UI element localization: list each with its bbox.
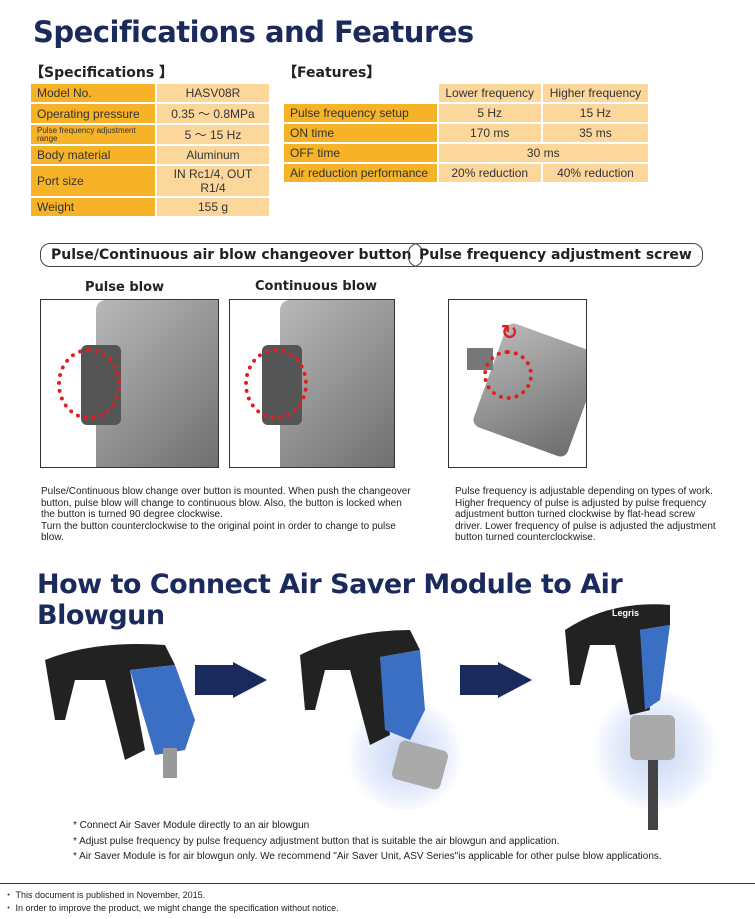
spec-value: 0.35 ～ 0.8MPa (157, 104, 269, 123)
text-line: blow. (41, 532, 64, 543)
column-header: Higher frequency (542, 84, 648, 102)
blowgun-image (45, 644, 195, 778)
arrow-right-icon (195, 665, 233, 695)
button-marker-icon (244, 348, 308, 420)
continuous-blow-label: Continuous blow (255, 279, 378, 294)
feature-low: 5 Hz (438, 104, 541, 122)
text-line: driver. Lower frequency of pulse is adju… (455, 520, 716, 532)
specifications-heading: 【Specifications 】 (30, 65, 174, 81)
feature-low: 170 ms (438, 124, 541, 142)
blowgun-assembled-image (565, 604, 675, 830)
arrow-right-icon (233, 662, 267, 698)
adjust-screw-photo: ↻ (448, 299, 587, 468)
spec-label: Port size (31, 166, 155, 196)
text-line: Higher frequency of pulse is adjusted by… (455, 497, 707, 509)
arrow-right-icon (498, 662, 532, 698)
column-header: Lower frequency (438, 84, 541, 102)
text-line: the button is turned 90 degree clockwise… (41, 509, 223, 520)
text-line: Pulse frequency is adjustable depending … (455, 486, 713, 497)
text-line: button turned counterclockwise. (455, 532, 596, 543)
note-item: * Air Saver Module is for air blowgun on… (73, 851, 662, 862)
feature-low: 20% reduction (438, 164, 541, 182)
spec-value: Aluminum (157, 146, 269, 164)
spec-value: HASV08R (157, 84, 269, 102)
footer-line: ・ In order to improve the product, we mi… (4, 903, 339, 913)
continuous-blow-photo (229, 299, 395, 468)
screw-marker-icon (483, 350, 533, 400)
feature-label: OFF time (284, 144, 437, 162)
footer-divider (0, 883, 755, 884)
feature-high: 40% reduction (542, 164, 648, 182)
spec-label: Operating pressure (31, 104, 155, 123)
text-line: adjustment button turned clockwise by fl… (455, 509, 696, 520)
connect-title: How to Connect Air Saver Module to Air B… (37, 569, 623, 631)
note-item: * Adjust pulse frequency by pulse freque… (73, 835, 560, 847)
changeover-title: Pulse/Continuous air blow changeover but… (40, 243, 423, 267)
spec-label: Weight (31, 198, 155, 216)
spec-row: Model No.HASV08R (31, 84, 269, 102)
arrow-right-icon (460, 665, 498, 695)
feature-value: 30 ms (438, 144, 648, 162)
feature-label: Pulse frequency setup (284, 104, 437, 122)
adjust-title: Pulse frequency adjustment screw (408, 243, 703, 267)
footer-line: ・ This document is published in November… (4, 890, 206, 900)
spec-value: 5 ～ 15 Hz (157, 125, 269, 144)
footer: ・ This document is published in November… (4, 889, 339, 915)
pulse-blow-label: Pulse blow (85, 280, 165, 295)
adjust-description: Pulse frequency is adjustable depending … (455, 486, 750, 544)
spec-label: Body material (31, 146, 155, 164)
spec-value: IN Rc1/4, OUT R1/4 (157, 166, 269, 196)
rotate-arrow-icon: ↻ (501, 322, 518, 344)
feature-high: 15 Hz (542, 104, 648, 122)
changeover-description: Pulse/Continuous blow change over button… (41, 486, 441, 544)
page-title: Specifications and Features (33, 15, 474, 49)
feature-high: 35 ms (542, 124, 648, 142)
spec-label: Pulse frequency adjustment range (31, 125, 155, 144)
text-line: Turn the button counterclockwise to the … (41, 520, 396, 532)
spec-label: Model No. (31, 84, 155, 102)
spec-value: 155 g (157, 198, 269, 216)
feature-label: ON time (284, 124, 437, 142)
note-item: * Connect Air Saver Module directly to a… (73, 820, 310, 831)
text-line: button, pulse blow will change to contin… (41, 497, 402, 509)
features-heading: 【Features】 (283, 65, 381, 81)
feature-label: Air reduction performance (284, 164, 437, 182)
pulse-blow-photo (40, 299, 219, 468)
brand-logo: Legris (612, 608, 640, 618)
blowgun-with-module-image (300, 630, 448, 790)
text-line: Pulse/Continuous blow change over button… (41, 486, 411, 497)
connect-notes: * Connect Air Saver Module directly to a… (73, 818, 662, 865)
button-marker-icon (57, 348, 121, 420)
